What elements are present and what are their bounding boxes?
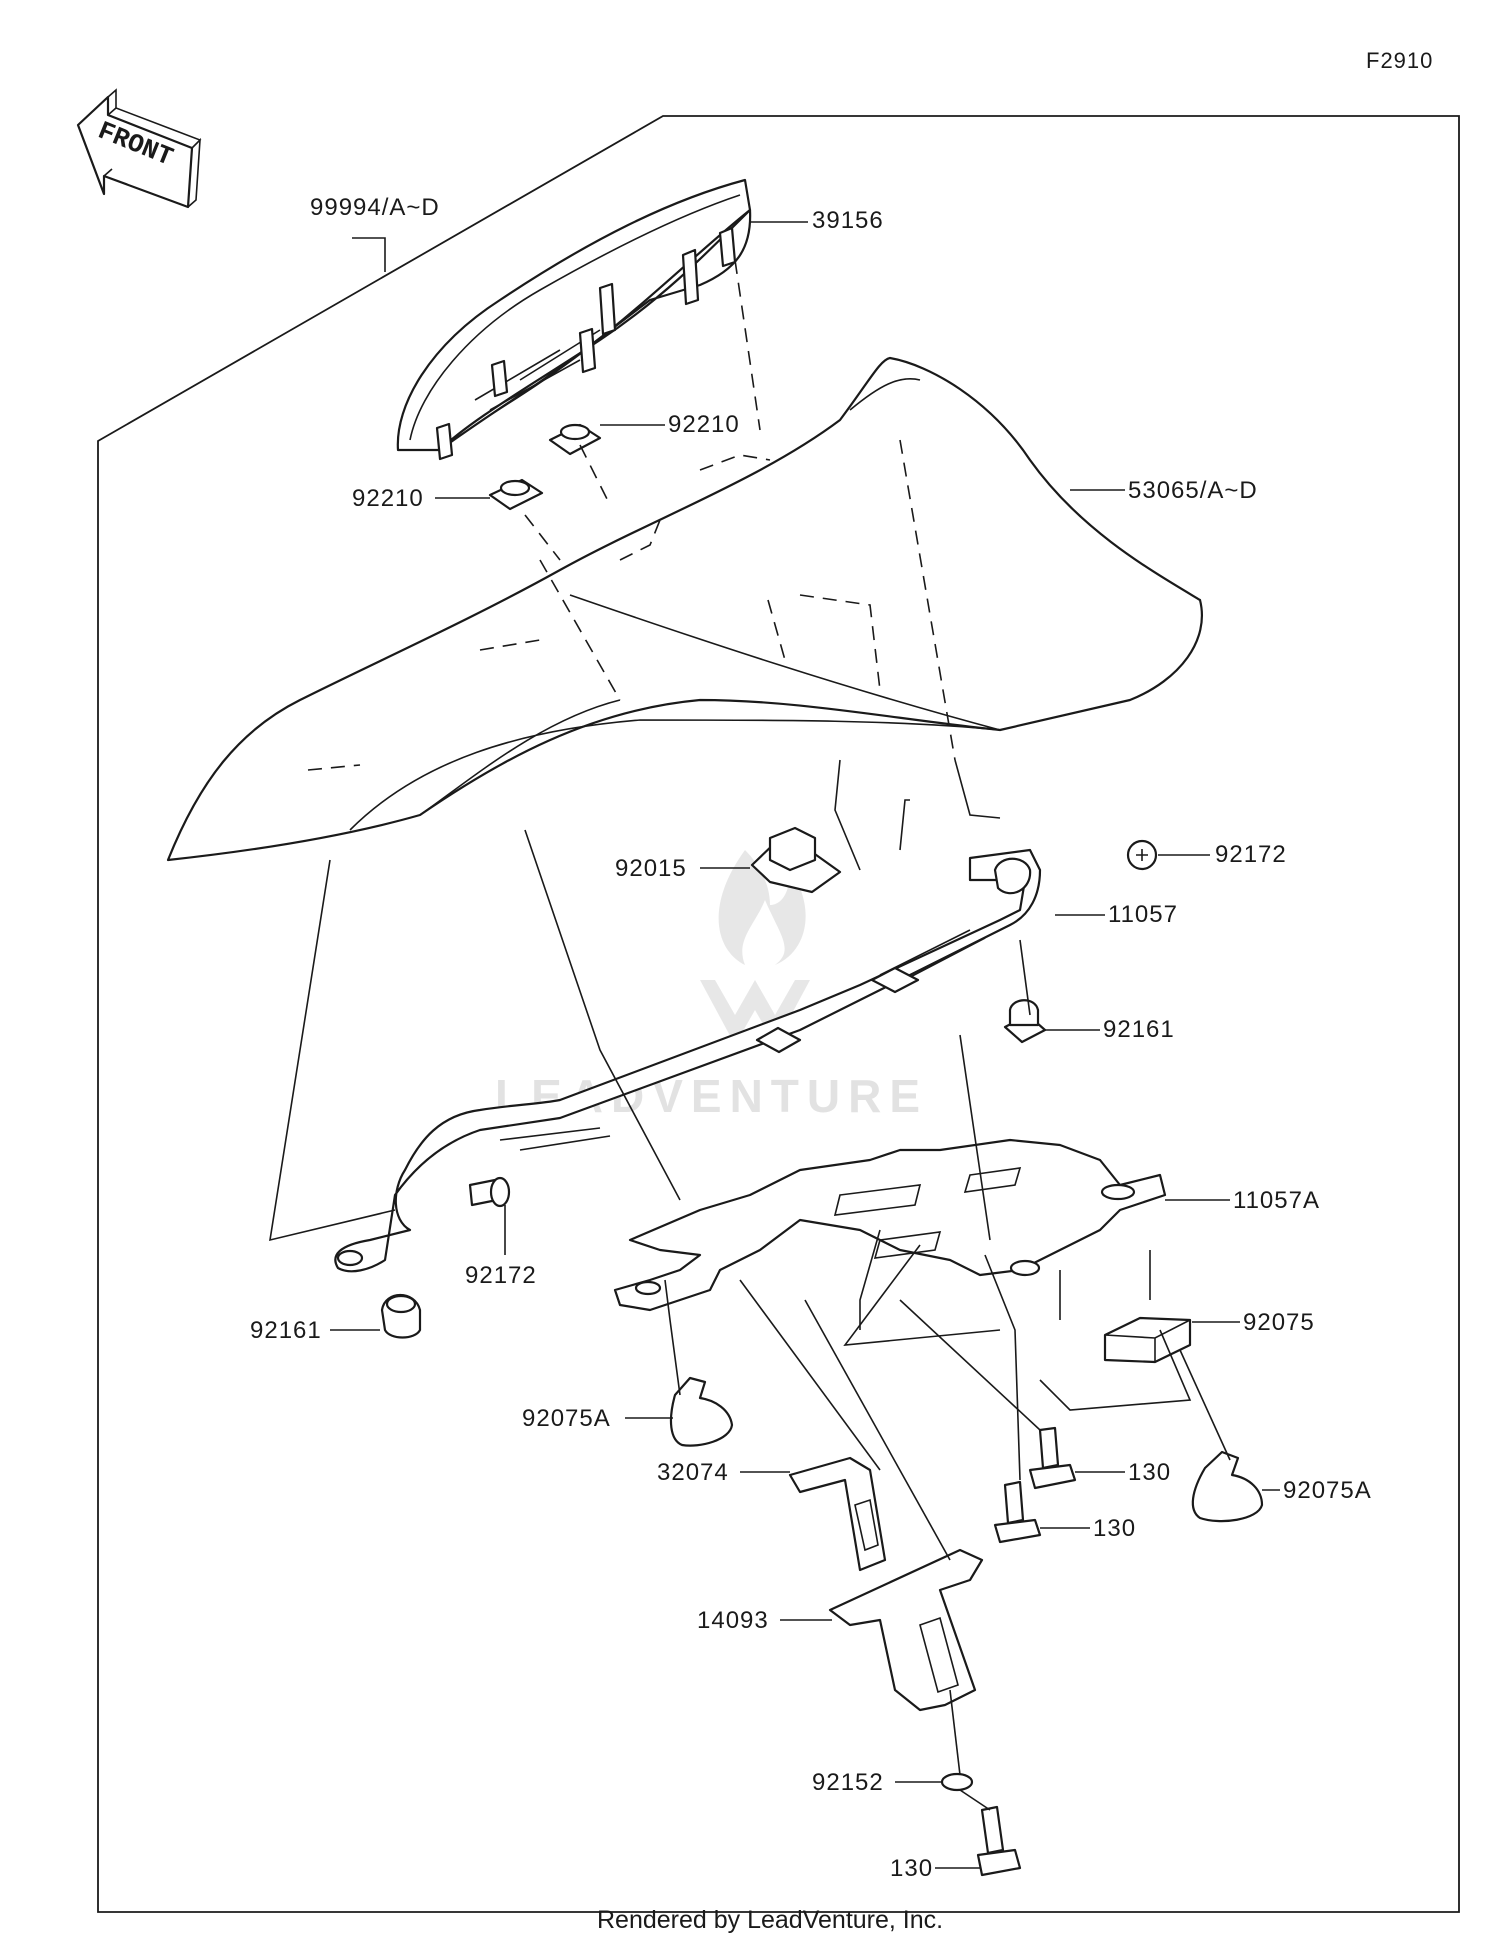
bolt-130-bottom <box>976 1805 1022 1877</box>
part-label-130-middle: 130 <box>1093 1515 1136 1542</box>
bumper-92075A-right <box>1191 1450 1264 1523</box>
bracket-11057A <box>613 1138 1167 1312</box>
part-label-14093: 14093 <box>697 1607 769 1634</box>
seat-cover-99994 <box>396 178 752 461</box>
part-label-92210-upper: 92210 <box>668 411 740 438</box>
front-arrow: FRONT <box>76 88 202 209</box>
part-label-130-bottom: 130 <box>890 1855 933 1882</box>
part-label-99994: 99994/A~D <box>310 194 440 221</box>
grommet-92161-right <box>1003 999 1047 1044</box>
part-label-11057: 11057 <box>1108 901 1178 928</box>
part-label-92075A-right: 92075A <box>1283 1477 1372 1504</box>
seat-cowl-53065 <box>166 356 1203 862</box>
assembly-lines <box>269 259 1231 1811</box>
bracket-32074 <box>788 1456 887 1572</box>
assembly-frame <box>97 115 1460 1913</box>
part-label-92210-lower: 92210 <box>352 485 424 512</box>
nut-92015 <box>750 826 842 894</box>
part-label-32074: 32074 <box>657 1459 729 1486</box>
part-label-92161-left: 92161 <box>250 1317 322 1344</box>
washer-92152 <box>940 1772 974 1792</box>
part-label-92152: 92152 <box>812 1769 884 1796</box>
footer-credit: Rendered by LeadVenture, Inc. <box>597 1906 943 1934</box>
block-92075 <box>1103 1316 1192 1364</box>
screw-92172-right <box>1126 839 1158 871</box>
part-label-39156: 39156 <box>812 207 884 234</box>
part-label-92075: 92075 <box>1243 1309 1315 1336</box>
part-label-92015: 92015 <box>615 855 687 882</box>
leader-99994 <box>352 237 386 272</box>
bolt-130-middle <box>993 1480 1042 1544</box>
plate-14093 <box>828 1548 984 1712</box>
part-label-92161-right: 92161 <box>1103 1016 1175 1043</box>
bracket-11057 <box>334 848 1042 1273</box>
part-label-11057A: 11057A <box>1233 1187 1320 1214</box>
diagram-code: F2910 <box>1366 48 1433 73</box>
part-label-53065: 53065/A~D <box>1128 477 1258 504</box>
part-label-130-right: 130 <box>1128 1459 1171 1486</box>
bumper-92075A-left <box>669 1376 734 1447</box>
bolt-130-right <box>1028 1426 1077 1490</box>
grommet-92210-lower <box>488 478 544 511</box>
part-label-92075A-left: 92075A <box>522 1405 611 1432</box>
part-label-92172-right: 92172 <box>1215 841 1287 868</box>
screw-92172-left <box>468 1176 511 1208</box>
grommet-92210-upper <box>548 423 602 456</box>
grommet-92161-left <box>380 1294 422 1339</box>
part-label-92172-left: 92172 <box>465 1262 537 1289</box>
